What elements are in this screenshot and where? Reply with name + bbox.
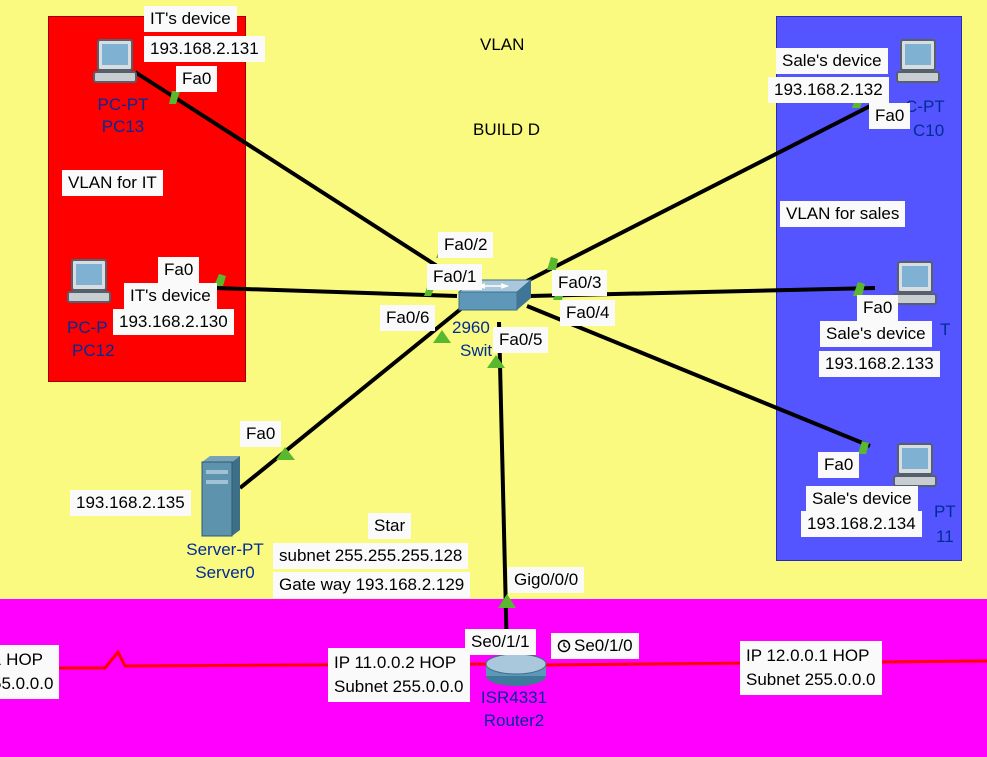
sales2-computer-icon[interactable]: [890, 260, 940, 308]
server-ip-label: 193.168.2.135: [70, 490, 191, 516]
sales3-computer-icon[interactable]: [890, 442, 940, 490]
wan-right-line1: IP 12.0.0.1 HOP: [746, 646, 870, 665]
sales3-port-label: Fa0: [818, 452, 860, 478]
switch-port-fa02: Fa0/2: [438, 232, 494, 258]
link-sales3-switch: [526, 304, 871, 448]
switch-port-fa05: Fa0/5: [493, 327, 549, 353]
pc12-role-label: IT's device: [124, 283, 217, 309]
serial-link-left: [0, 649, 499, 670]
pc13-role-label: IT's device: [144, 6, 237, 32]
sales3-ip-label: 193.168.2.134: [801, 511, 922, 537]
pc10-type-label: C-PT: [905, 97, 945, 116]
wan-left-label: 1 HOP 55.0.0.0: [0, 645, 60, 699]
pc12-name-label: PC12: [72, 341, 115, 360]
wan-left-line2: 55.0.0.0: [0, 674, 54, 693]
port-led-pc13: [169, 91, 180, 104]
link-pc13-switch: [133, 70, 464, 284]
switch-type-label: 2960: [452, 318, 490, 337]
gateway-label: Gate way 193.168.2.129: [273, 572, 471, 598]
topology-label: Star: [368, 513, 412, 539]
pc10-computer-icon[interactable]: [893, 38, 943, 86]
router-port-gig: Gig0/0/0: [508, 567, 585, 593]
pc10-ip-label: 193.168.2.132: [768, 77, 889, 103]
port-led-sw-fa06: [433, 330, 451, 343]
router-name-label: Router2: [483, 711, 545, 730]
pc13-port-label: Fa0: [176, 66, 218, 92]
pc13-name-label: PC13: [101, 117, 145, 136]
router-port-se011: Se0/1/1: [465, 629, 536, 655]
switch-port-fa06: Fa0/6: [380, 305, 436, 331]
wan-mid-label: IP 11.0.0.2 HOP Subnet 255.0.0.0: [328, 648, 470, 702]
link-pc10-switch: [524, 100, 879, 284]
wan-mid-line2: Subnet 255.0.0.0: [334, 677, 464, 696]
sales3-name-label: 11: [936, 527, 954, 546]
pc13-computer-icon[interactable]: [90, 38, 140, 86]
router-port-se010-text: Se0/1/0: [574, 636, 633, 655]
pc10-port-label: Fa0: [869, 103, 911, 129]
server-port-label: Fa0: [240, 421, 282, 447]
router-icon[interactable]: [482, 652, 552, 688]
vlan-it-label: VLAN for IT: [62, 170, 163, 196]
server-type-label: Server-PT: [186, 540, 264, 559]
sales3-role-label: Sale's device: [806, 486, 918, 512]
wan-left-line1: 1 HOP: [0, 650, 44, 669]
sales2-ip-label: 193.168.2.133: [819, 351, 940, 377]
wan-right-label: IP 12.0.0.1 HOP Subnet 255.0.0.0: [740, 641, 882, 695]
sales2-role-label: Sale's device: [820, 321, 932, 347]
port-led-sw-fa03: [547, 257, 558, 270]
router-type-label: ISR4331: [480, 688, 548, 707]
pc12-ip-label: 193.168.2.130: [113, 309, 234, 335]
link-pc12-switch: [214, 286, 458, 298]
port-led-sw-fa05: [487, 355, 505, 368]
pc13-type-label: PC-PT: [97, 95, 149, 114]
subnet-label: subnet 255.255.255.128: [273, 543, 469, 569]
switch-port-fa01: Fa0/1: [427, 264, 483, 290]
port-led-pc12: [214, 274, 226, 286]
switch-name-label: Swit: [460, 341, 493, 360]
port-led-server: [276, 447, 295, 460]
vlan-sales-label: VLAN for sales: [780, 201, 906, 227]
pc13-ip-label: 193.168.2.131: [144, 36, 265, 62]
build-title: BUILD D: [473, 120, 541, 139]
server-name-label: Server0: [195, 563, 255, 582]
pc10-role-label: Sale's device: [776, 48, 888, 74]
pc12-type-label: PC-P: [67, 318, 108, 337]
pc12-port-label: Fa0: [158, 257, 200, 283]
sales2-type-label: T: [940, 320, 951, 339]
router-port-se010: Se0/1/0: [551, 633, 639, 659]
pc12-computer-icon[interactable]: [64, 258, 114, 306]
pc10-name-label: C10: [913, 121, 945, 140]
port-led-sales2: [853, 282, 865, 296]
server-icon[interactable]: [196, 456, 246, 538]
sales3-type-label: PT: [934, 502, 956, 521]
clock-icon: [557, 639, 571, 653]
switch-port-fa04: Fa0/4: [560, 300, 616, 326]
wan-mid-line1: IP 11.0.0.2 HOP: [334, 653, 457, 672]
vlan-title: VLAN: [480, 35, 525, 54]
wan-right-line2: Subnet 255.0.0.0: [746, 670, 876, 689]
link-server-switch: [238, 306, 464, 490]
switch-port-fa03: Fa0/3: [552, 270, 608, 296]
port-led-router-gig: [498, 594, 516, 608]
port-led-sales3: [858, 441, 869, 454]
sales2-port-label: Fa0: [857, 295, 899, 321]
